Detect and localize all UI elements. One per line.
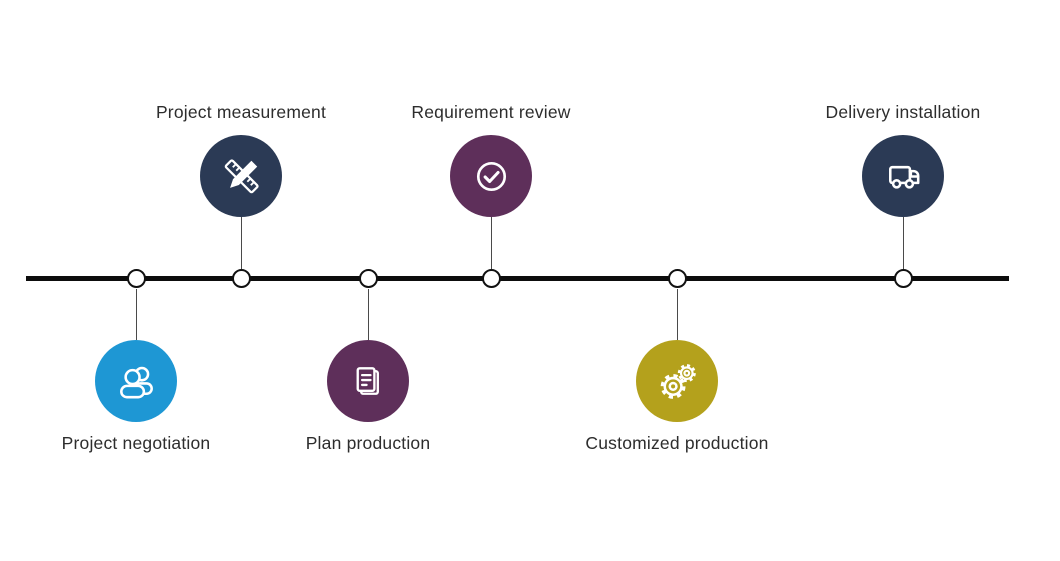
connector-stem — [490, 217, 492, 269]
connector-stem — [676, 289, 678, 340]
gears-icon — [660, 363, 696, 399]
timeline-node — [231, 269, 251, 288]
milestone-bubble — [862, 135, 944, 217]
timeline-node — [358, 269, 378, 288]
milestone-label: Requirement review — [411, 102, 571, 122]
milestone-label: Delivery installation — [825, 102, 981, 122]
milestone-label: Customized production — [585, 433, 769, 453]
milestone-label: Plan production — [305, 433, 431, 453]
milestone-label: Project measurement — [155, 102, 327, 122]
milestone-bubble — [95, 340, 177, 422]
timeline-node — [481, 269, 501, 288]
milestone-bubble — [327, 340, 409, 422]
connector-stem — [902, 217, 904, 269]
timeline-node — [893, 269, 913, 288]
connector-stem — [135, 289, 137, 340]
milestone-bubble — [200, 135, 282, 217]
timeline-node — [667, 269, 687, 288]
connector-stem — [240, 217, 242, 269]
milestone-bubble — [450, 135, 532, 217]
people-icon — [119, 366, 153, 398]
timeline-axis — [26, 276, 1009, 281]
timeline-node — [126, 269, 146, 288]
milestone-bubble — [636, 340, 718, 422]
truck-icon — [888, 165, 919, 189]
connector-stem — [367, 289, 369, 340]
document-icon — [356, 366, 379, 395]
milestone-label: Project negotiation — [61, 433, 211, 453]
ruler-pencil-icon — [224, 158, 259, 193]
check-circle-icon — [476, 161, 506, 191]
